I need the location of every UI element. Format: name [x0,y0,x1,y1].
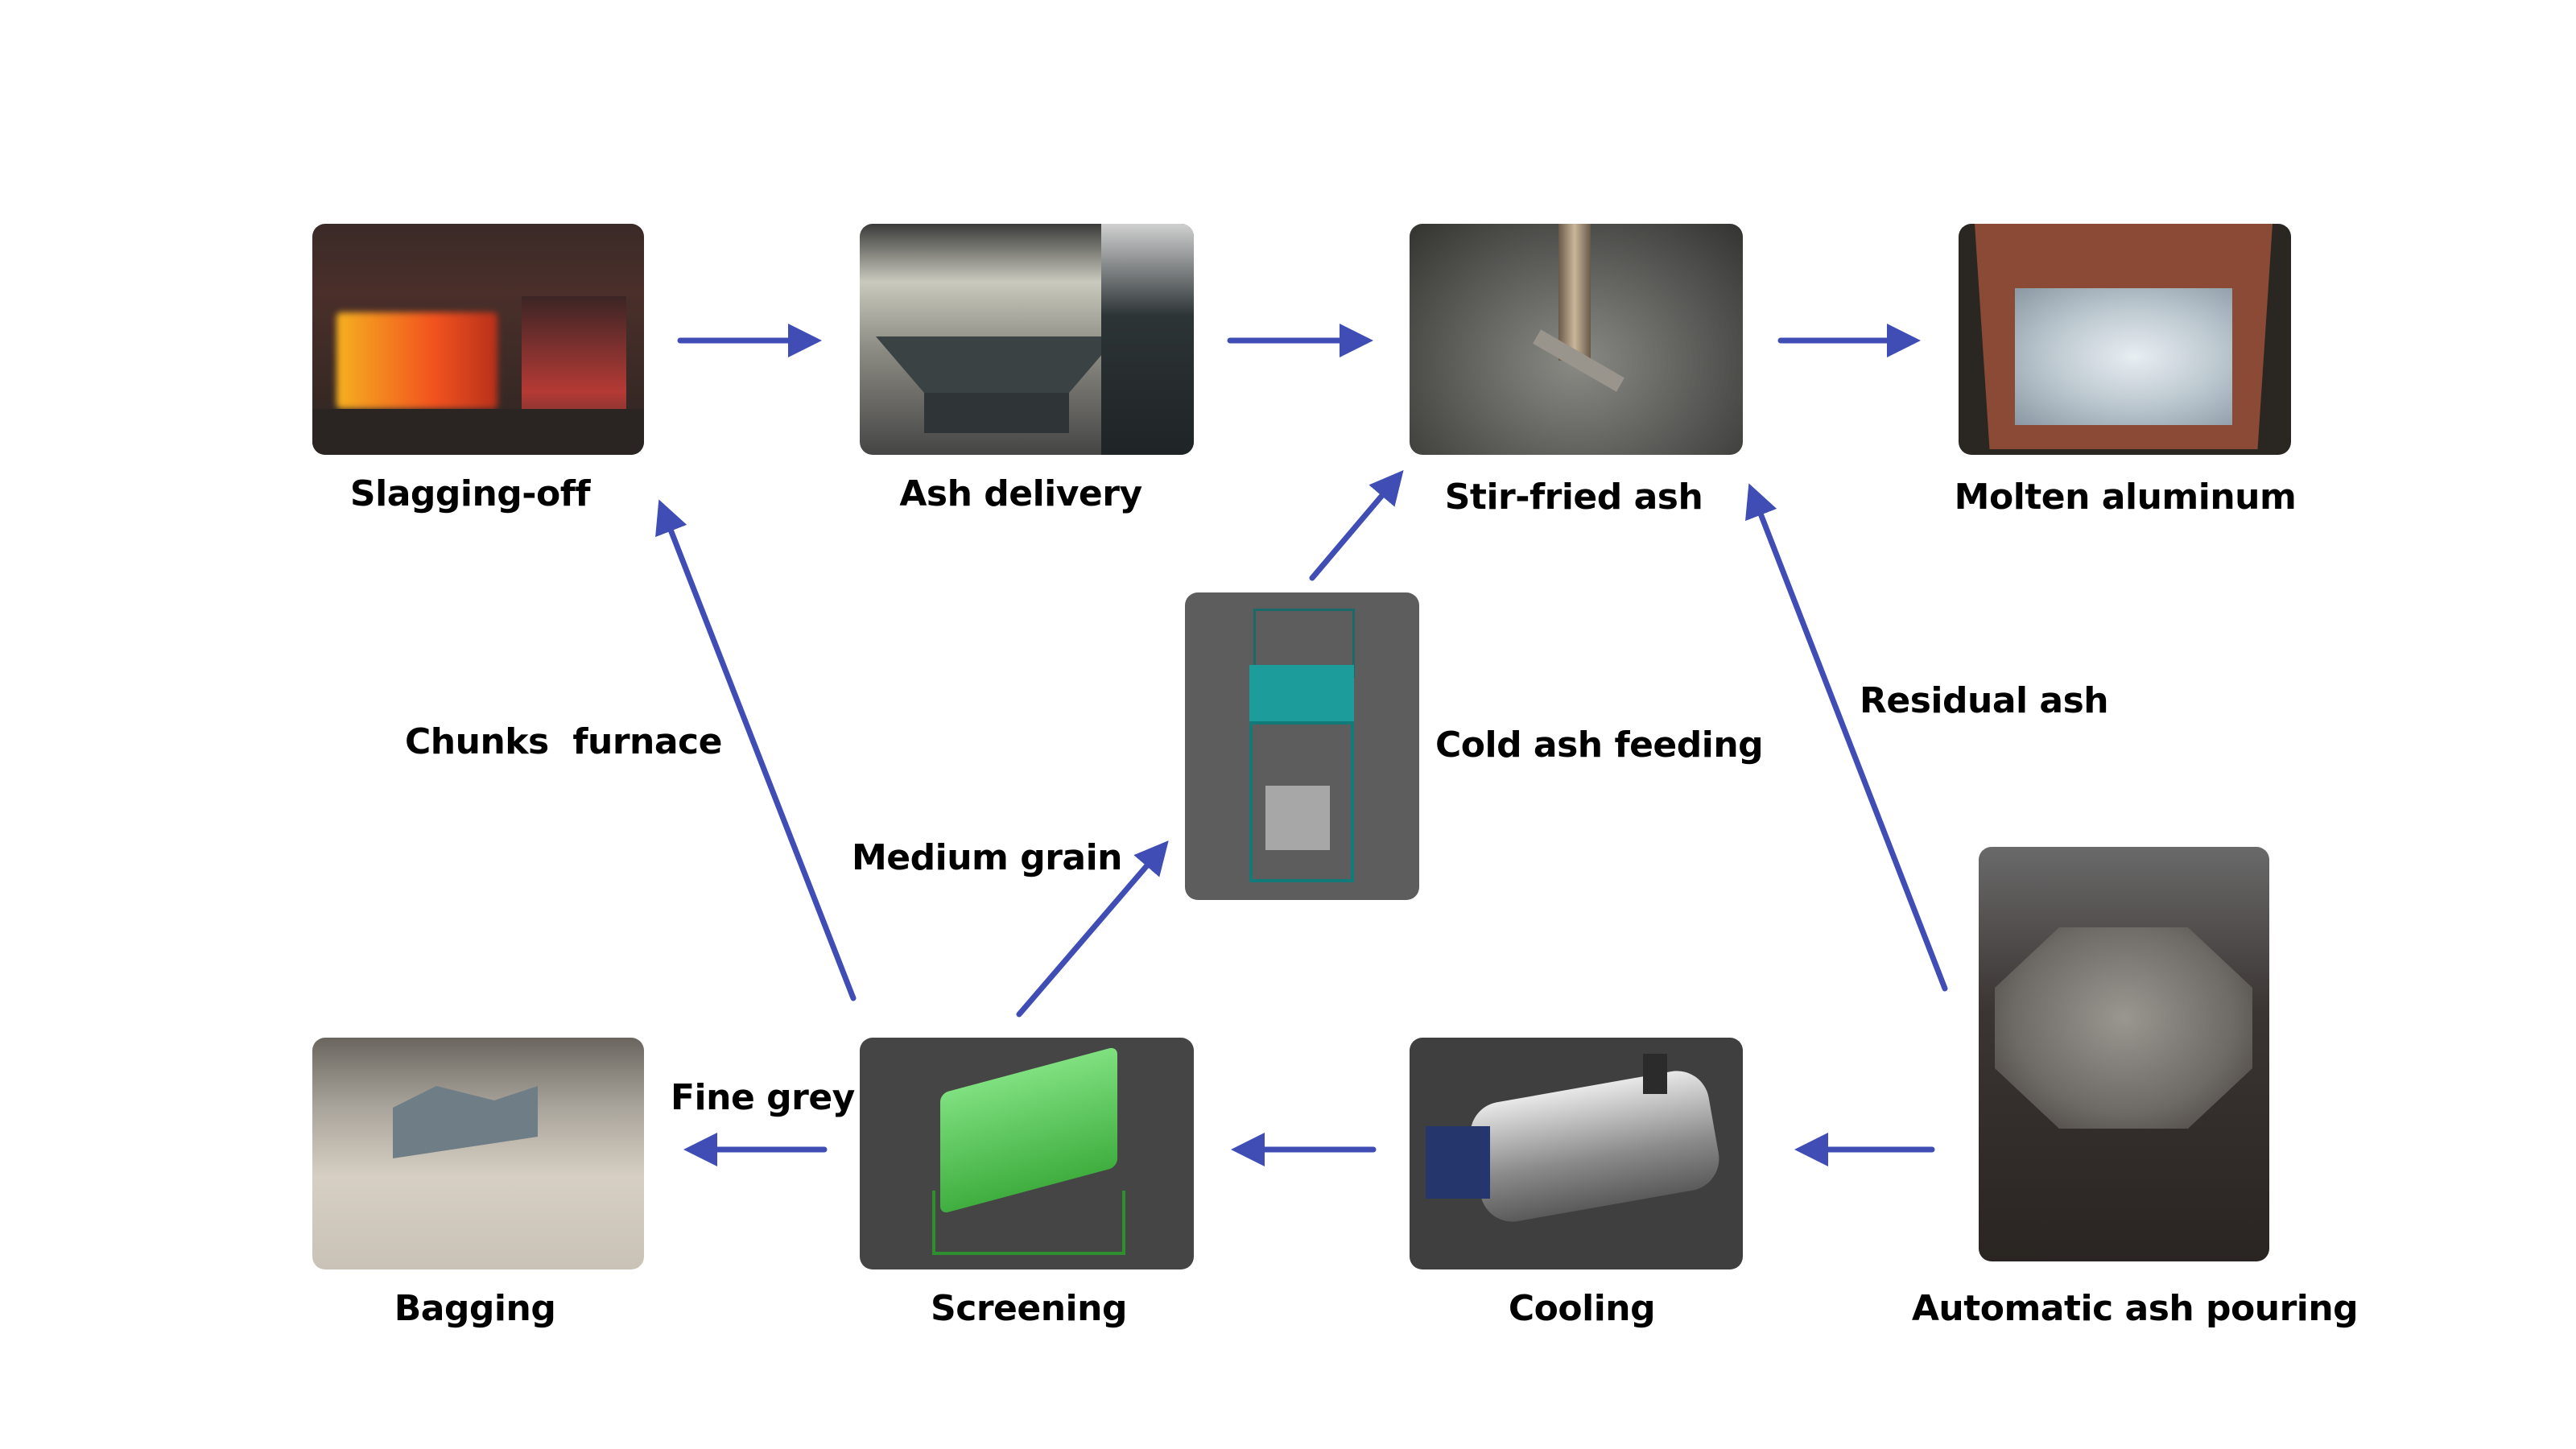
arrow-autopour-to-stirfried [1745,483,1948,992]
node-label-bagging: Bagging [394,1288,556,1329]
node-label-ash-delivery: Ash delivery [899,473,1142,514]
slagging-off-image [312,224,644,455]
arrow-screening-to-slagging [655,499,857,1001]
edge-label-fine-grey: Fine grey [671,1077,855,1118]
node-label-cold-ash-feeding: Cold ash feeding [1435,724,1764,766]
node-label-slagging-off: Slagging-off [349,473,591,514]
node-label-stir-fried-ash: Stir-fried ash [1444,477,1703,518]
stir-fried-ash-image [1410,224,1743,455]
node-label-molten-aluminum: Molten aluminum [1954,477,2297,518]
molten-aluminum-image [1959,224,2291,455]
bagging-image [312,1038,644,1269]
node-label-automatic-ash-pouring: Automatic ash pouring [1911,1288,2359,1329]
screening-image [860,1038,1194,1269]
ash-delivery-image [860,224,1194,455]
cooling-image [1410,1038,1743,1269]
cold-ash-feeding-image [1185,592,1419,900]
automatic-ash-pouring-image [1979,847,2269,1261]
arrow-coldash-to-stirfried [1309,469,1404,581]
edge-label-chunks-furnace: Chunks furnace [405,721,722,762]
arrow-screening-to-coldash [1016,840,1169,1018]
edge-label-medium-grain: Medium grain [852,837,1123,878]
node-label-cooling: Cooling [1508,1288,1656,1329]
node-label-screening: Screening [931,1288,1127,1329]
edge-label-residual-ash: Residual ash [1860,680,2109,721]
